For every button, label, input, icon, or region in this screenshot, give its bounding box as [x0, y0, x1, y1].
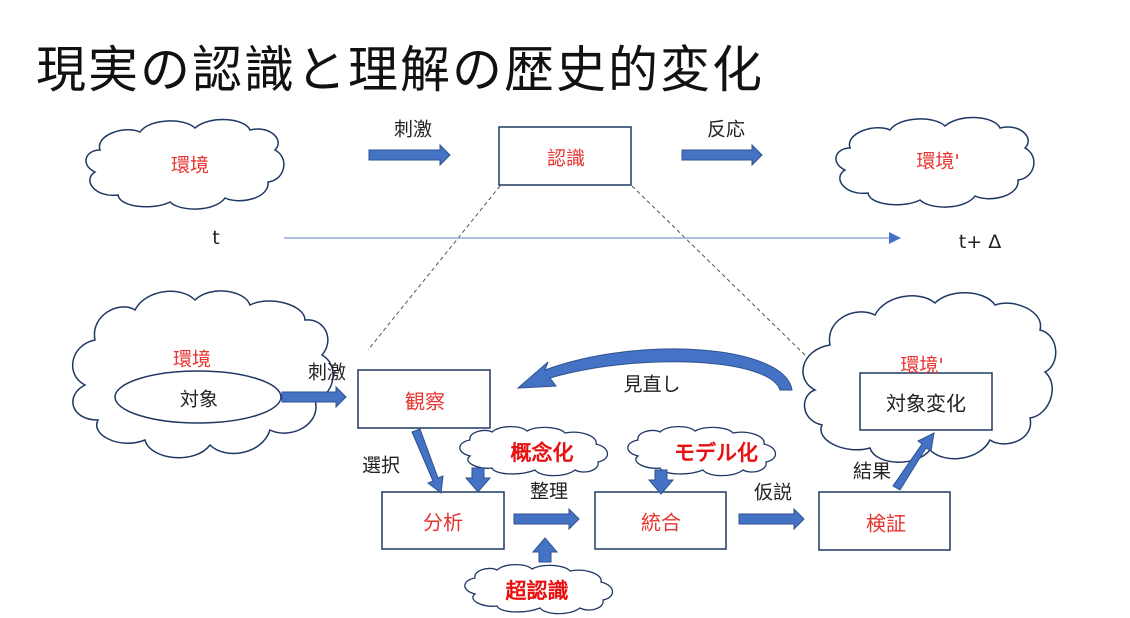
env-cloud-label: 環境 [170, 154, 210, 177]
cloud-environment [85, 118, 285, 210]
review-label: 見直し [623, 373, 681, 396]
conceptualization-label: 概念化 [510, 441, 574, 465]
object-label: 対象 [179, 388, 219, 411]
arrow-hypothesis [738, 507, 805, 531]
analysis-label: 分析 [423, 510, 463, 535]
time-start-label: t [212, 227, 220, 249]
object-ellipse [114, 370, 282, 424]
arrow-conceptualization [464, 467, 492, 493]
env-bottom-label: 環境 [172, 348, 212, 371]
verification-box [818, 491, 951, 551]
meta-cognition-label: 超認識 [505, 579, 569, 603]
arrow-stimulus-top [368, 143, 451, 167]
modeling-label: モデル化 [674, 441, 758, 465]
result-label: 結果 [852, 460, 892, 483]
dashed-connector-left [367, 185, 501, 351]
page-title: 現実の認識と理解の歴史的変化 [36, 41, 764, 99]
arrow-review [516, 348, 793, 391]
cloud-modeling [627, 425, 777, 477]
observation-box [357, 369, 491, 429]
integration-box [594, 491, 727, 550]
observation-label: 観察 [405, 389, 445, 414]
integration-label: 統合 [641, 510, 681, 535]
arrow-selection [411, 428, 444, 494]
arrow-stimulus-bottom [281, 385, 347, 409]
stimulus-label-top: 刺激 [393, 118, 433, 141]
env-prime-cloud-label: 環境' [916, 150, 960, 173]
arrow-modeling [647, 469, 675, 495]
arrow-meta-cognition [531, 537, 559, 563]
cloud-environment-prime [835, 116, 1035, 208]
selection-label: 選択 [361, 454, 401, 477]
object-change-label: 対象変化 [886, 391, 966, 416]
response-label-top: 反応 [706, 118, 746, 141]
cloud-conceptualization [459, 425, 609, 477]
organize-label: 整理 [529, 480, 569, 503]
analysis-box [381, 491, 505, 550]
object-change-box [859, 372, 993, 431]
recognition-box [498, 126, 632, 186]
arrow-response-top [681, 143, 763, 167]
arrow-result [892, 432, 935, 491]
hypothesis-label: 仮説 [753, 481, 793, 504]
dashed-connector-right [631, 185, 809, 359]
arrow-organize [513, 507, 580, 531]
verification-label: 検証 [866, 511, 906, 536]
cloud-meta-cognition [464, 563, 614, 615]
env-prime-bottom-label: 環境' [900, 354, 944, 377]
recognition-label: 認識 [546, 147, 586, 170]
time-end-label: t+ Δ [958, 231, 1002, 253]
stimulus-label-bottom: 刺激 [307, 361, 347, 384]
